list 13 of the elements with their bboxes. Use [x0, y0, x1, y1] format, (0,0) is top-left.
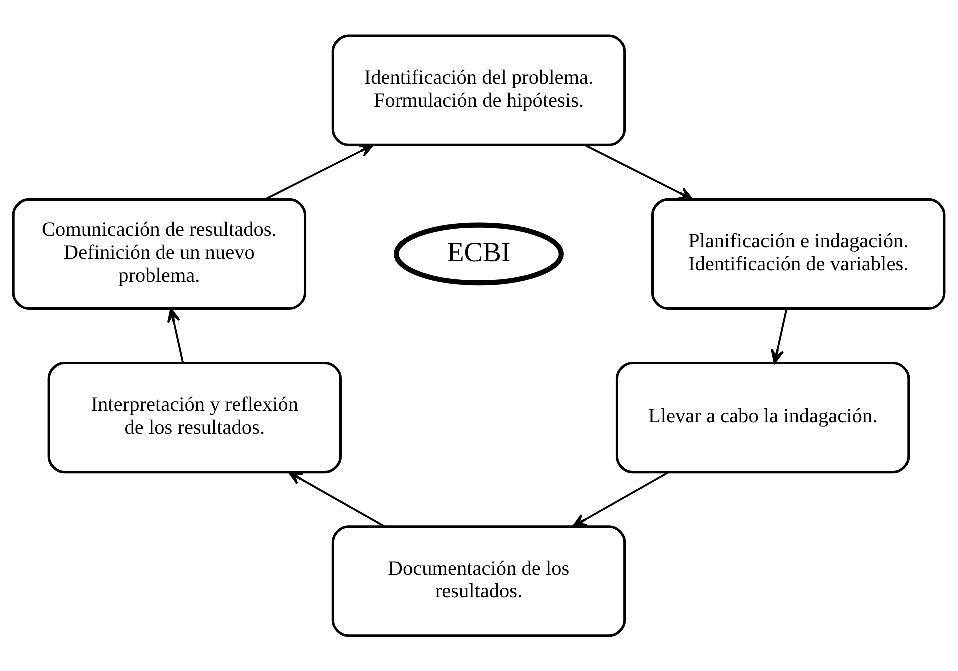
arrow	[288, 471, 386, 527]
node-box: Interpretación y reflexión de los resultados.	[48, 362, 342, 474]
node-box: Planificación e indagación. Identificación de variables.	[651, 198, 946, 310]
arrow	[572, 471, 670, 528]
node-box: Identificación del problema. Formulación de hipótesis.	[332, 34, 626, 146]
node-ellipse: ECBI	[394, 222, 564, 286]
arrow	[771, 308, 788, 364]
node-box: Documentación de los resultados.	[332, 525, 626, 637]
arrow	[265, 144, 374, 200]
arrow	[584, 144, 694, 200]
node-box: Comunicación de resultados. Definición de un nuevo problema.	[12, 198, 307, 310]
arrow	[167, 308, 184, 363]
node-box: Llevar a cabo la indagación.	[616, 362, 910, 474]
